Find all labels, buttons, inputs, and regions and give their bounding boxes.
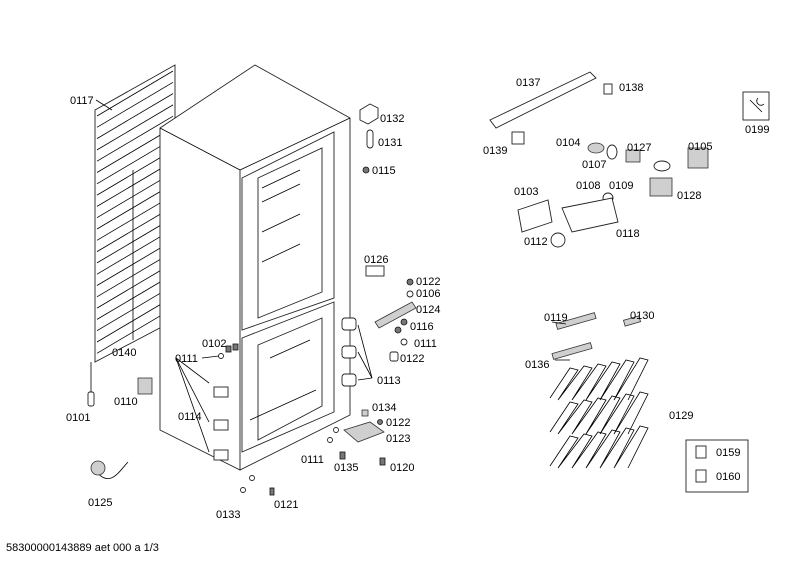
shelf-rail [249,389,317,421]
label-0112: 0112 [524,236,548,248]
coil-tube [96,93,174,139]
label-0130: 0130 [630,310,654,322]
label-0104: 0104 [556,137,580,149]
wrench-service-icon [742,91,770,121]
label-0123: 0123 [386,433,410,445]
label-0124: 0124 [416,304,440,316]
shelf-rail [269,339,311,359]
label-0121: 0121 [274,499,298,511]
label-0126: 0126 [364,254,388,266]
label-0122-a: 0122 [416,276,440,288]
label-0116: 0116 [410,321,434,333]
shelf-rail [261,213,301,233]
heater-loop [549,391,649,435]
heater-loop [549,357,649,401]
label-0114: 0114 [178,411,202,423]
part-labels: 0117 0140 0101 0110 0125 0102 0111 0114 … [66,77,769,521]
label-0199: 0199 [745,124,769,136]
label-0115: 0115 [372,165,396,177]
label-0137: 0137 [516,77,540,89]
label-0134: 0134 [372,402,396,414]
label-0136: 0136 [525,359,549,371]
label-0128: 0128 [677,190,701,202]
shelf-rail [261,169,301,189]
accessory-box [685,439,749,493]
label-0106: 0106 [416,288,440,300]
leader-lines [95,99,570,453]
label-0111-bottom: 0111 [301,454,324,466]
label-0139: 0139 [483,145,507,157]
label-0119: 0119 [544,312,568,324]
label-0107: 0107 [582,159,606,171]
label-0102: 0102 [202,338,226,350]
light-and-control-assembly [489,71,709,248]
shelf-rail [261,183,301,203]
label-0101: 0101 [66,412,90,424]
coil-tube [96,104,174,151]
coil-tube [96,115,174,162]
heater-loop [549,425,649,469]
label-0117: 0117 [70,95,94,107]
label-0110: 0110 [114,396,138,408]
label-0138: 0138 [619,82,643,94]
label-0111-left: 0111 [175,353,198,365]
heater-assembly [549,312,649,469]
diagram-reference-footer: 58300000143889 aet 000 a 1/3 [6,542,159,554]
label-0127: 0127 [627,142,651,154]
label-0113: 0113 [377,375,401,387]
coil-tube [96,81,174,128]
label-0125: 0125 [88,497,112,509]
label-0135: 0135 [334,462,358,474]
label-0140: 0140 [112,347,136,359]
label-0131: 0131 [378,137,402,149]
label-0109: 0109 [609,180,633,192]
label-0120: 0120 [390,462,414,474]
misc-parts [87,103,417,496]
label-0132: 0132 [380,113,404,125]
shelf-rail [261,243,301,263]
refrigerator-cabinet [159,64,351,471]
label-0159: 0159 [716,447,740,459]
label-0103: 0103 [514,186,538,198]
label-0122-b: 0122 [400,353,424,365]
label-0133: 0133 [216,509,240,521]
label-0122-c: 0122 [386,417,410,429]
label-0105: 0105 [688,141,712,153]
label-0111-mid: 0111 [414,338,437,350]
label-0108: 0108 [576,180,600,192]
label-0160: 0160 [716,471,740,483]
label-0118: 0118 [616,228,640,240]
label-0129: 0129 [669,410,693,422]
